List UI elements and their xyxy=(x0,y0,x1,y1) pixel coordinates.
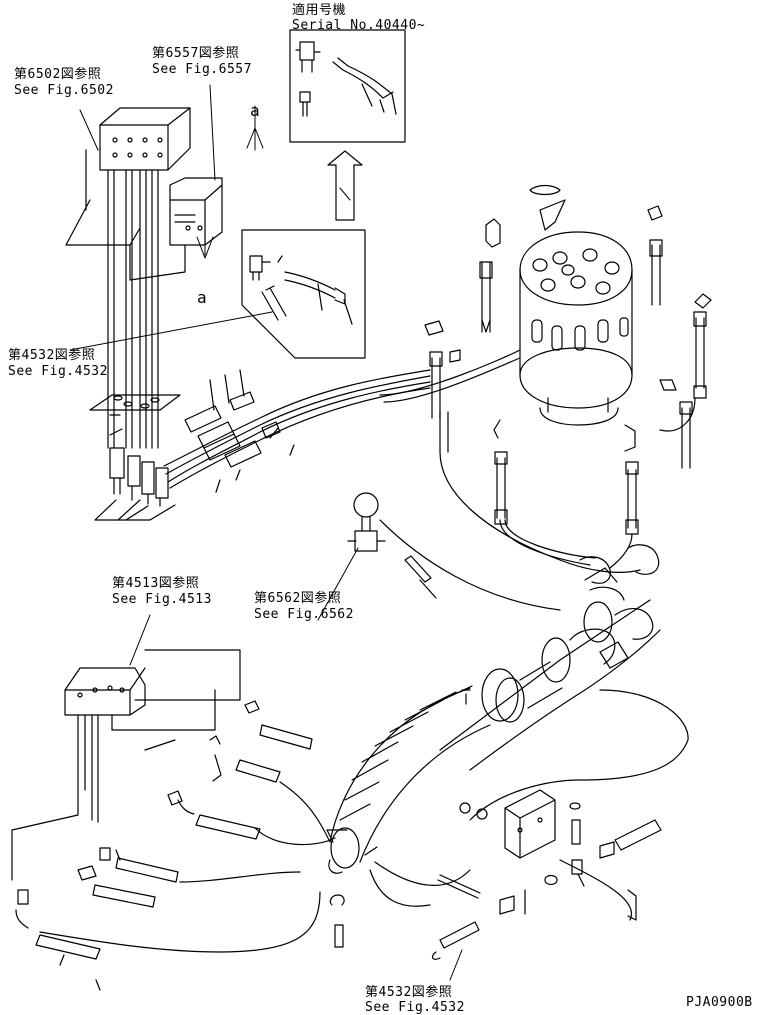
applicability-title: 適用号機 xyxy=(292,3,347,18)
ref-fig6562-jp: 第6562図参照 xyxy=(254,591,342,606)
ref-fig6502-en: See Fig.6502 xyxy=(14,83,114,98)
ref-fig4513-en: See Fig.4513 xyxy=(112,592,212,607)
ref-fig4532-bottom-en: See Fig.4532 xyxy=(365,1000,465,1015)
leader-lines xyxy=(69,84,463,981)
lower-valve-block xyxy=(11,649,336,991)
control-valve-block xyxy=(65,107,223,281)
transition-arrow xyxy=(327,150,363,221)
serial-inset-box xyxy=(289,29,406,143)
ref-fig6562-en: See Fig.6562 xyxy=(254,607,354,622)
hose-inset-box xyxy=(241,229,366,359)
ref-fig6502-jp: 第6502図参照 xyxy=(14,67,102,82)
ref-fig4532-left-en: See Fig.4532 xyxy=(8,364,108,379)
applicability-serial: Serial No.40440~ xyxy=(292,18,426,33)
marker-a-lower: a xyxy=(197,288,208,307)
boom-pipe xyxy=(439,544,661,771)
ref-fig4513-jp: 第4513図参照 xyxy=(112,576,200,591)
ref-fig6557-jp: 第6557図参照 xyxy=(152,46,240,61)
swivel-joint xyxy=(519,184,633,426)
small-valve xyxy=(347,492,561,611)
left-hose-bundle xyxy=(109,369,431,493)
mounting-bracket xyxy=(329,689,689,960)
swivel-joint-hoses xyxy=(379,205,712,573)
ref-fig4532-bottom-jp: 第4532図参照 xyxy=(365,985,453,1000)
drawing-code: PJA0900B xyxy=(686,995,753,1010)
spiral-wrapped-hose xyxy=(326,685,491,907)
ref-fig6557-en: See Fig.6557 xyxy=(152,62,252,77)
marker-a-upper: a xyxy=(250,101,261,120)
ref-fig4532-left-jp: 第4532図参照 xyxy=(8,348,96,363)
valve-tube-bundle xyxy=(89,169,181,521)
